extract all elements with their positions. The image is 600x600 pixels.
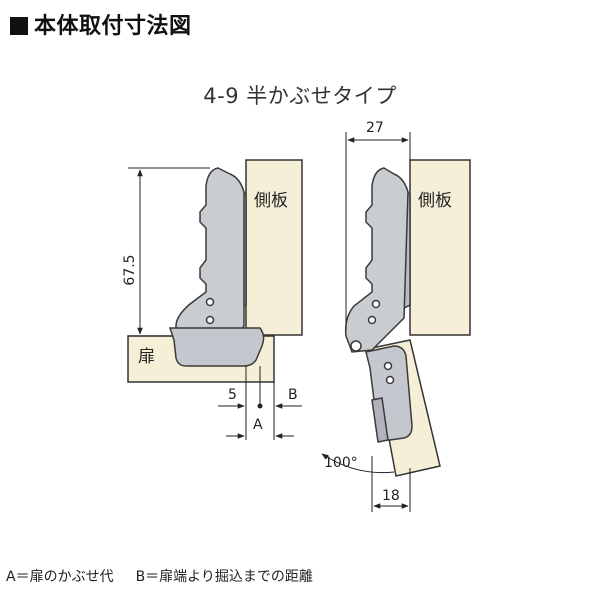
right-hinge-cup-lip xyxy=(371,397,389,443)
left-hinge-arm xyxy=(175,167,245,335)
footnote-b: B＝扉端より掘込までの距離 xyxy=(135,569,313,585)
footnote-a: A＝扉のかぶせ代 xyxy=(6,569,114,585)
offset-dimensions xyxy=(218,366,302,440)
angle-arc xyxy=(321,453,395,474)
page-title-text: 本体取付寸法図 xyxy=(34,14,192,39)
left-side-panel xyxy=(245,159,303,336)
right-side-panel-label: 側板 xyxy=(418,191,452,211)
right-hinge-rivet-3 xyxy=(383,361,393,371)
door-thickness-dimension xyxy=(371,456,411,512)
dimension-5-label: 5 xyxy=(228,387,237,403)
right-hinge-cup xyxy=(365,345,413,441)
diagram-subtitle: 4-9 半かぶせタイプ xyxy=(203,84,397,108)
title-square-icon xyxy=(10,17,28,35)
left-hinge-rivet-2 xyxy=(205,315,215,325)
left-hinge-rivet-1 xyxy=(205,297,215,307)
right-hinge xyxy=(344,167,413,443)
width-top-dimension xyxy=(345,132,411,330)
width-top-dimension-label: 27 xyxy=(366,120,384,136)
right-hinge-rivet-1 xyxy=(371,299,381,309)
right-hinge-pivot xyxy=(350,340,362,352)
right-hinge-rivet-4 xyxy=(385,375,395,385)
door-thickness-label: 18 xyxy=(382,488,400,504)
offset-center-dot xyxy=(257,403,263,409)
page-title: 本体取付寸法図 xyxy=(10,8,192,40)
height-dimension xyxy=(128,167,210,337)
left-hinge xyxy=(168,167,265,367)
right-hinge-arm xyxy=(344,167,409,353)
angle-label: 100° xyxy=(324,455,358,471)
left-hinge-cup xyxy=(168,327,265,367)
right-hinge-rivet-2 xyxy=(367,315,377,325)
footnote: A＝扉のかぶせ代 B＝扉端より掘込までの距離 xyxy=(6,566,313,586)
dimension-a-label: A xyxy=(253,417,263,433)
left-side-panel-label: 側板 xyxy=(254,191,288,211)
left-door-label: 扉 xyxy=(138,347,155,367)
height-dimension-label: 67.5 xyxy=(122,254,138,285)
right-side-panel xyxy=(409,159,471,336)
dimension-b-label: B xyxy=(288,387,298,403)
